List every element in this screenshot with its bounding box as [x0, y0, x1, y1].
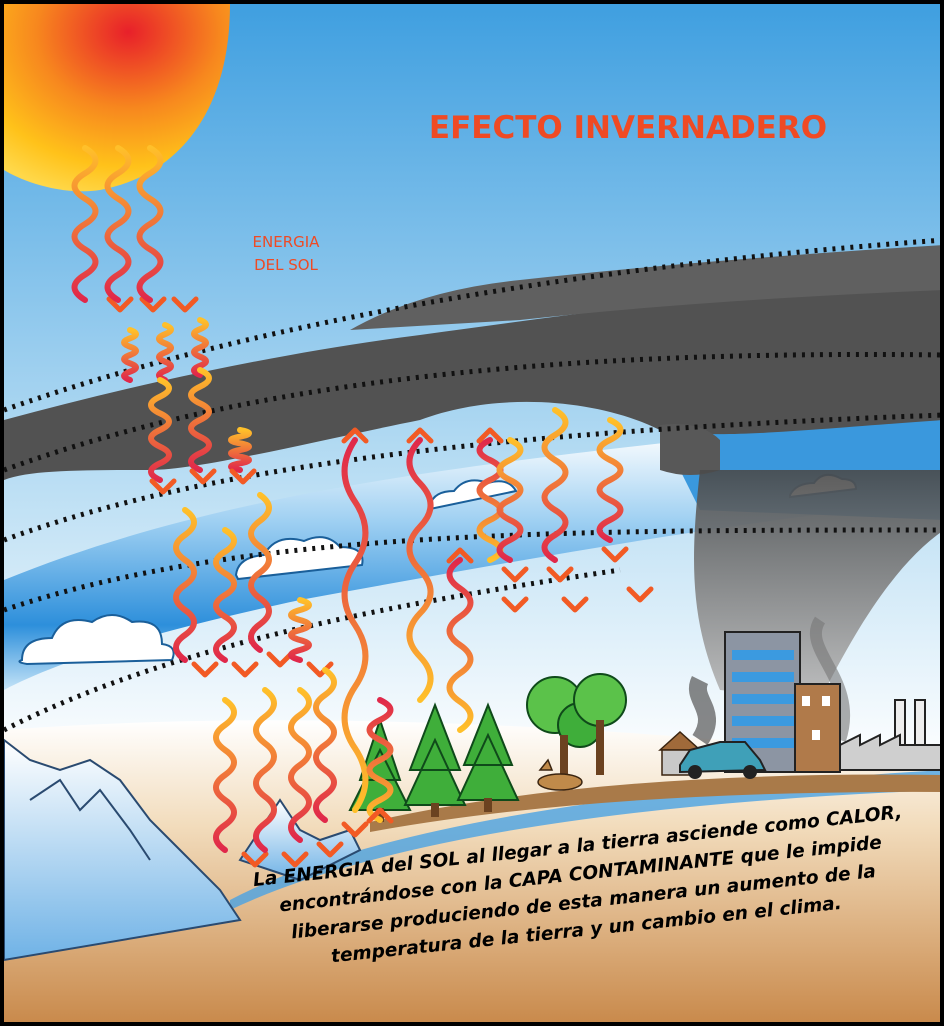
sun-ray-down [541, 407, 569, 563]
pollution-layer-top [350, 245, 944, 330]
heat-ray-up [366, 697, 394, 823]
sun-ray-down [188, 367, 212, 473]
arrowhead-down-icon [501, 566, 529, 583]
cloud-icon [429, 479, 518, 511]
arrowhead-down-icon [106, 296, 134, 313]
tree-icon [573, 673, 627, 775]
sun-ray-down [288, 597, 312, 663]
sun-ray-down [213, 527, 237, 663]
arrowhead-down-icon [501, 596, 529, 613]
sun-icon [4, 4, 230, 192]
sun-ray-down [288, 687, 312, 843]
arrowhead-down-icon [229, 468, 257, 485]
sun-ray-down [228, 427, 252, 473]
arrowhead-down-icon [231, 661, 259, 678]
sun-ray-down [148, 377, 172, 483]
sun-ray-down [71, 145, 99, 303]
arrowhead-up-icon [476, 427, 504, 444]
arrowhead-up-icon [341, 427, 369, 444]
heat-ray-up [476, 437, 504, 563]
smoke-plume-house [689, 675, 716, 745]
arrowhead-down-icon [601, 546, 629, 563]
arrowhead-down-icon [139, 296, 167, 313]
cloud-icon [18, 614, 175, 666]
energy-label-line-1: ENERGIA [253, 233, 321, 251]
arrowhead-up-icon [446, 547, 474, 564]
sun-ray-down [253, 687, 277, 853]
sun-ray-down [121, 327, 139, 383]
arrowhead-down-icon [546, 566, 574, 583]
boundary-1 [3, 237, 944, 413]
heat-ray-up [446, 557, 474, 733]
arrowhead-down-icon [191, 661, 219, 678]
arrowhead-down-icon [171, 296, 199, 313]
sun-ray-down [313, 667, 337, 823]
arrowhead-down-icon [281, 851, 309, 868]
diagram-title: EFECTO INVERNADERO [429, 110, 827, 146]
sun-ray-down [213, 697, 237, 853]
arrowhead-down-icon [189, 468, 217, 485]
deer-icon [537, 758, 583, 791]
arrowhead-down-icon [241, 851, 269, 868]
arrowhead-down-icon [626, 586, 654, 603]
arrowhead-down-icon [561, 596, 589, 613]
smoke-plume-right [809, 616, 851, 742]
sun-ray-down [156, 322, 174, 383]
sun-ray-down [596, 417, 624, 543]
heat-ray-up [341, 437, 369, 813]
sun-ray-down [104, 145, 132, 303]
sun-ray-down [173, 507, 197, 663]
sun-ray-down [191, 317, 209, 378]
energy-label-line-2: DEL SOL [254, 256, 318, 274]
building-icon [794, 683, 841, 773]
sun-ray-down [136, 145, 164, 303]
arrowhead-down-icon [341, 821, 369, 838]
energy-rays [71, 145, 654, 868]
arrowhead-down-icon [266, 651, 294, 668]
tree-icon [456, 702, 520, 812]
arrowhead-down-icon [149, 478, 177, 495]
arrowhead-up-icon [366, 807, 394, 824]
mountain-icon [3, 737, 242, 962]
arrowhead-up-icon [406, 427, 434, 444]
arrowhead-down-icon [306, 661, 334, 678]
sun-ray-down [248, 492, 272, 653]
tree-icon [403, 702, 467, 817]
arrowhead-down-icon [316, 841, 344, 858]
pollution-fold [660, 424, 720, 475]
boundary-4 [3, 527, 944, 613]
heat-ray-up [406, 437, 434, 703]
soil-strip [370, 774, 944, 832]
car-icon [679, 741, 767, 779]
sun-ray-down [496, 437, 524, 563]
factory-icon [839, 699, 944, 771]
